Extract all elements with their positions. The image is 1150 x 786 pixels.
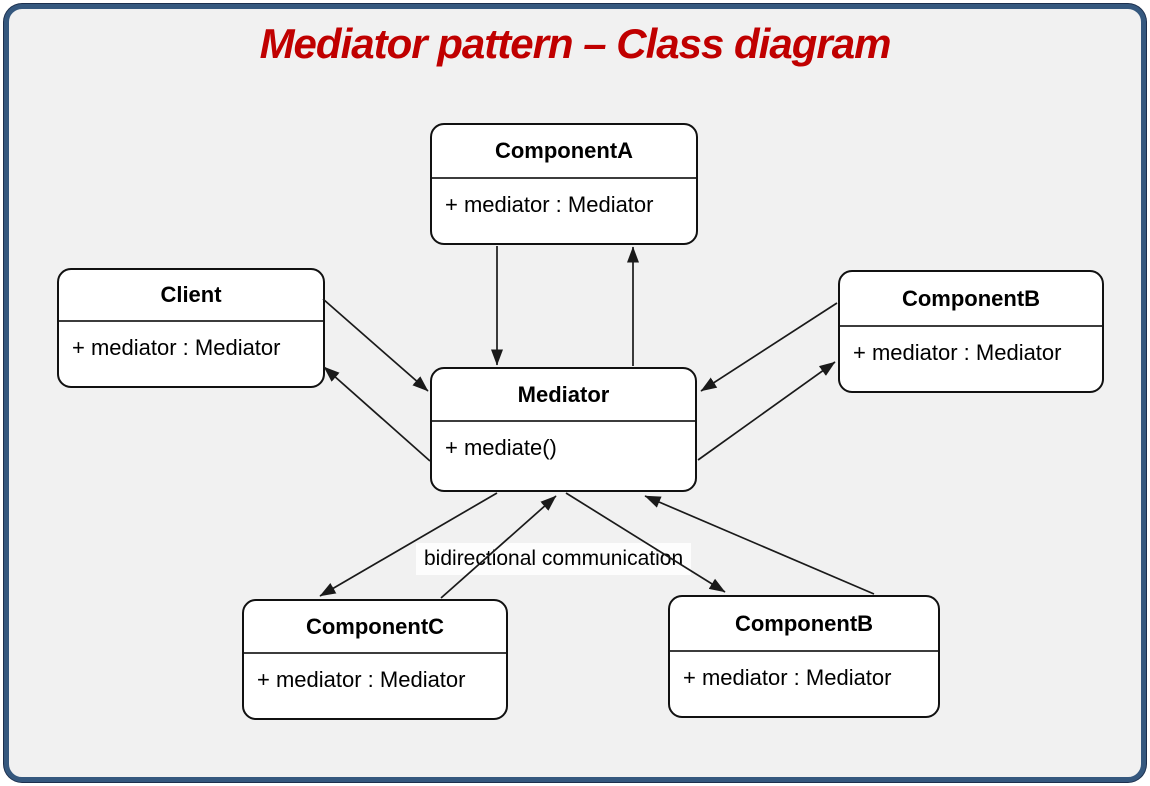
class-divider xyxy=(670,650,938,652)
annotation-label: bidirectional communication xyxy=(416,543,692,575)
edge-mediator-to-client xyxy=(323,366,431,462)
class-attribute-label: + mediator : Mediator xyxy=(853,339,1062,365)
diagram-frame: Mediator pattern – Class diagram Compone… xyxy=(4,4,1146,782)
edge-client-to-mediator xyxy=(322,298,429,392)
class-name-label: ComponentA xyxy=(494,138,634,163)
diagram-canvas: Mediator pattern – Class diagram Compone… xyxy=(9,9,1141,777)
class-box-componentA: ComponentA + mediator : Mediator xyxy=(430,123,698,245)
class-divider xyxy=(59,320,323,322)
class-divider xyxy=(244,652,506,654)
class-name-label: Client xyxy=(160,282,222,307)
class-divider xyxy=(432,420,695,422)
class-attribute-label: + mediator : Mediator xyxy=(257,666,466,692)
class-box-componentC: ComponentC + mediator : Mediator xyxy=(242,599,508,720)
class-attribute-label: + mediate() xyxy=(445,434,557,460)
class-divider xyxy=(840,325,1102,327)
edge-componentB-to-mediator xyxy=(700,302,838,392)
class-attribute-label: + mediator : Mediator xyxy=(683,664,892,690)
edge-mediator-to-componentB xyxy=(697,361,836,461)
class-box-mediator: Mediator + mediate() xyxy=(430,367,697,492)
class-name-label: ComponentC xyxy=(305,613,445,639)
class-name-label: ComponentB xyxy=(901,285,1041,311)
class-divider xyxy=(432,177,696,179)
class-attribute-label: + mediator : Mediator xyxy=(445,191,654,217)
class-box-componentB: ComponentB + mediator : Mediator xyxy=(838,270,1104,393)
diagram-title: Mediator pattern – Class diagram xyxy=(259,20,892,67)
class-name-label: Mediator xyxy=(517,381,610,407)
class-box-componentB2: ComponentB + mediator : Mediator xyxy=(668,595,940,718)
class-box-client: Client + mediator : Mediator xyxy=(57,268,325,388)
class-attribute-label: + mediator : Mediator xyxy=(72,334,281,360)
class-name-label: ComponentB xyxy=(734,610,874,636)
